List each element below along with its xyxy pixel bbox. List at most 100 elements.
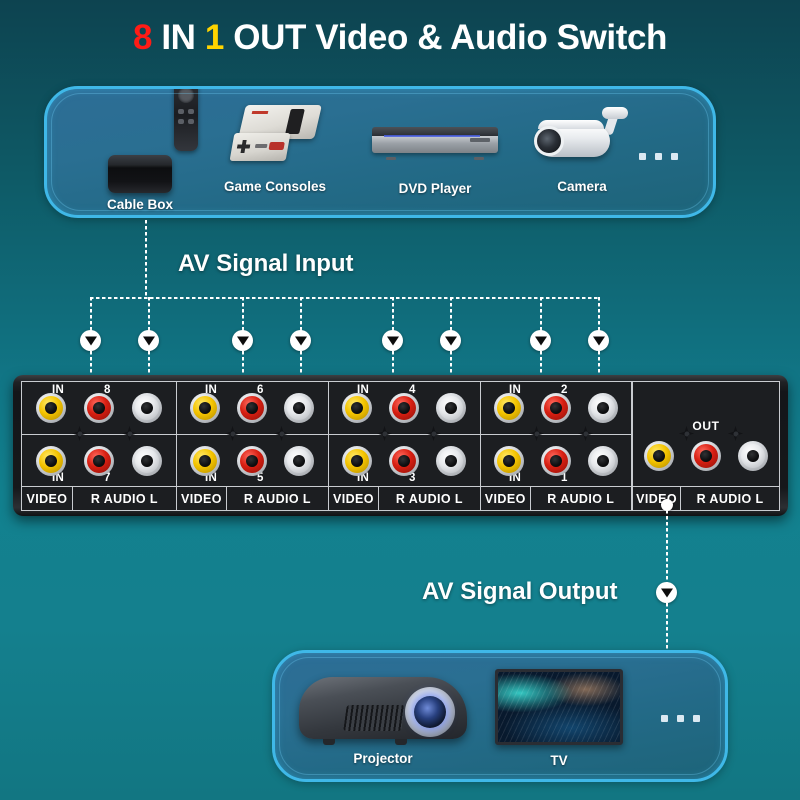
av-signal-output-label: AV Signal Output xyxy=(422,578,618,605)
footer-video-label: VIDEO xyxy=(22,487,73,510)
jack-audio-r-in8[interactable] xyxy=(84,393,114,423)
jack-audio-r-in2[interactable] xyxy=(541,393,571,423)
jack-audio-l-in2[interactable] xyxy=(588,393,618,423)
jack-audio-r-in1[interactable] xyxy=(541,445,571,476)
jack-audio-l-in5[interactable] xyxy=(284,445,314,476)
outputs-panel: Projector TV xyxy=(272,650,728,782)
game-console-icon xyxy=(229,105,322,163)
wire-in-1-lower xyxy=(598,351,600,385)
footer-audio-label: R AUDIO L xyxy=(696,491,764,506)
jack-video-in4[interactable] xyxy=(342,393,372,423)
jack-audio-r-in7[interactable] xyxy=(84,445,114,476)
source-item-game-consoles[interactable]: Game Consoles xyxy=(205,105,345,194)
security-camera-icon xyxy=(534,107,628,169)
arrow-node-in-1 xyxy=(588,330,609,351)
av-signal-input-label: AV Signal Input xyxy=(178,250,354,277)
sources-panel: Cable Box Game Consoles DVD Player Camer… xyxy=(44,86,716,218)
jack-audio-r-in6[interactable] xyxy=(237,393,267,423)
wire-in-2 xyxy=(540,297,542,333)
arrow-node-in-8 xyxy=(80,330,101,351)
wire-in-3 xyxy=(450,297,452,333)
jack-video-in3[interactable] xyxy=(342,445,372,476)
in-number-7: 7 xyxy=(104,472,111,484)
wire-in-1 xyxy=(598,297,600,333)
output-item-tv[interactable]: TV xyxy=(495,669,623,768)
jack-audio-l-in7[interactable] xyxy=(132,445,162,476)
jack-audio-r-in5[interactable] xyxy=(237,445,267,476)
tv-icon xyxy=(495,669,623,745)
source-item-camera[interactable]: Camera xyxy=(507,107,657,194)
arrow-node-in-7 xyxy=(138,330,159,351)
jack-video-in7[interactable] xyxy=(36,445,66,476)
switch-front-panel: IN 8 IN 7 VIDEO R AUDIO L xyxy=(21,381,780,511)
title-output-count: 1 xyxy=(204,18,224,57)
jack-audio-r-in3[interactable] xyxy=(389,445,419,476)
jack-audio-l-in6[interactable] xyxy=(284,393,314,423)
arrow-node-in-3 xyxy=(440,330,461,351)
arrow-node-in-4 xyxy=(382,330,403,351)
jack-video-in6[interactable] xyxy=(190,393,220,423)
title-input-count: 8 xyxy=(132,18,153,57)
input-group-8-7[interactable]: IN 8 IN 7 VIDEO R AUDIO L xyxy=(21,381,176,511)
source-item-dvd-player[interactable]: DVD Player xyxy=(349,127,521,196)
in-number-2: 2 xyxy=(561,384,568,396)
jack-video-in8[interactable] xyxy=(36,393,66,423)
in-number-4: 4 xyxy=(409,384,416,396)
footer-video-label: VIDEO xyxy=(481,487,531,510)
output-label: TV xyxy=(550,753,568,768)
page-title: 8 IN 1 OUT Video & Audio Switch xyxy=(0,18,800,58)
jack-audio-l-in1[interactable] xyxy=(588,445,618,476)
in-label-top: IN xyxy=(205,384,218,396)
jack-audio-l-in4[interactable] xyxy=(436,393,466,423)
connector-dot-out xyxy=(661,499,673,511)
jack-video-in1[interactable] xyxy=(494,445,524,476)
source-label: DVD Player xyxy=(398,181,472,196)
jack-audio-l-in8[interactable] xyxy=(132,393,162,423)
screw-icon xyxy=(728,426,743,441)
input-group-6-5[interactable]: IN 6 IN 5 VIDEO R AUDIO L xyxy=(176,381,328,511)
input-group-2-1[interactable]: IN 2 IN 1 VIDEO R AUDIO L xyxy=(480,381,632,511)
wire-in-3-lower xyxy=(450,351,452,385)
output-group[interactable]: OUT VIDEO R AUDIO L xyxy=(632,381,780,511)
jack-audio-r-in4[interactable] xyxy=(389,393,419,423)
footer-audio-label: R AUDIO L xyxy=(395,491,463,506)
jack-video-out[interactable] xyxy=(644,441,674,472)
wire-in-5-lower xyxy=(300,351,302,385)
outputs-list: Projector TV xyxy=(275,653,725,779)
output-item-projector[interactable]: Projector xyxy=(299,671,467,766)
wire-in-7-lower xyxy=(148,351,150,385)
in-label-top: IN xyxy=(509,384,522,396)
in-number-1: 1 xyxy=(561,472,568,484)
jack-audio-l-out[interactable] xyxy=(738,441,768,472)
source-label: Camera xyxy=(557,179,607,194)
projector-icon xyxy=(299,671,467,745)
in-number-5: 5 xyxy=(257,472,264,484)
outputs-more-icon xyxy=(661,715,700,722)
in-label-bottom: IN xyxy=(205,472,218,484)
jack-video-in2[interactable] xyxy=(494,393,524,423)
wire-input-bus xyxy=(90,297,599,299)
jack-video-in5[interactable] xyxy=(190,445,220,476)
jack-audio-r-out[interactable] xyxy=(691,441,721,472)
cable-box-icon xyxy=(108,89,198,193)
in-label-bottom: IN xyxy=(357,472,370,484)
footer-audio-label: R AUDIO L xyxy=(547,491,615,506)
source-item-cable-box[interactable]: Cable Box xyxy=(79,89,201,212)
sources-more-icon xyxy=(639,153,678,160)
footer-video-label: VIDEO xyxy=(177,487,227,510)
arrow-node-in-2 xyxy=(530,330,551,351)
in-label-bottom: IN xyxy=(509,472,522,484)
wire-in-8 xyxy=(90,297,92,333)
jack-audio-l-in3[interactable] xyxy=(436,445,466,476)
input-group-4-3[interactable]: IN 4 IN 3 VIDEO R AUDIO L xyxy=(328,381,480,511)
out-label: OUT xyxy=(692,418,720,433)
arrow-node-out xyxy=(656,582,677,603)
in-number-3: 3 xyxy=(409,472,416,484)
arrow-node-in-5 xyxy=(290,330,311,351)
wire-out-upper xyxy=(666,510,668,584)
wire-in-6 xyxy=(242,297,244,333)
sources-list: Cable Box Game Consoles DVD Player Camer… xyxy=(47,89,713,215)
in-number-6: 6 xyxy=(257,384,264,396)
wire-in-7 xyxy=(148,297,150,333)
source-label: Cable Box xyxy=(106,197,174,212)
